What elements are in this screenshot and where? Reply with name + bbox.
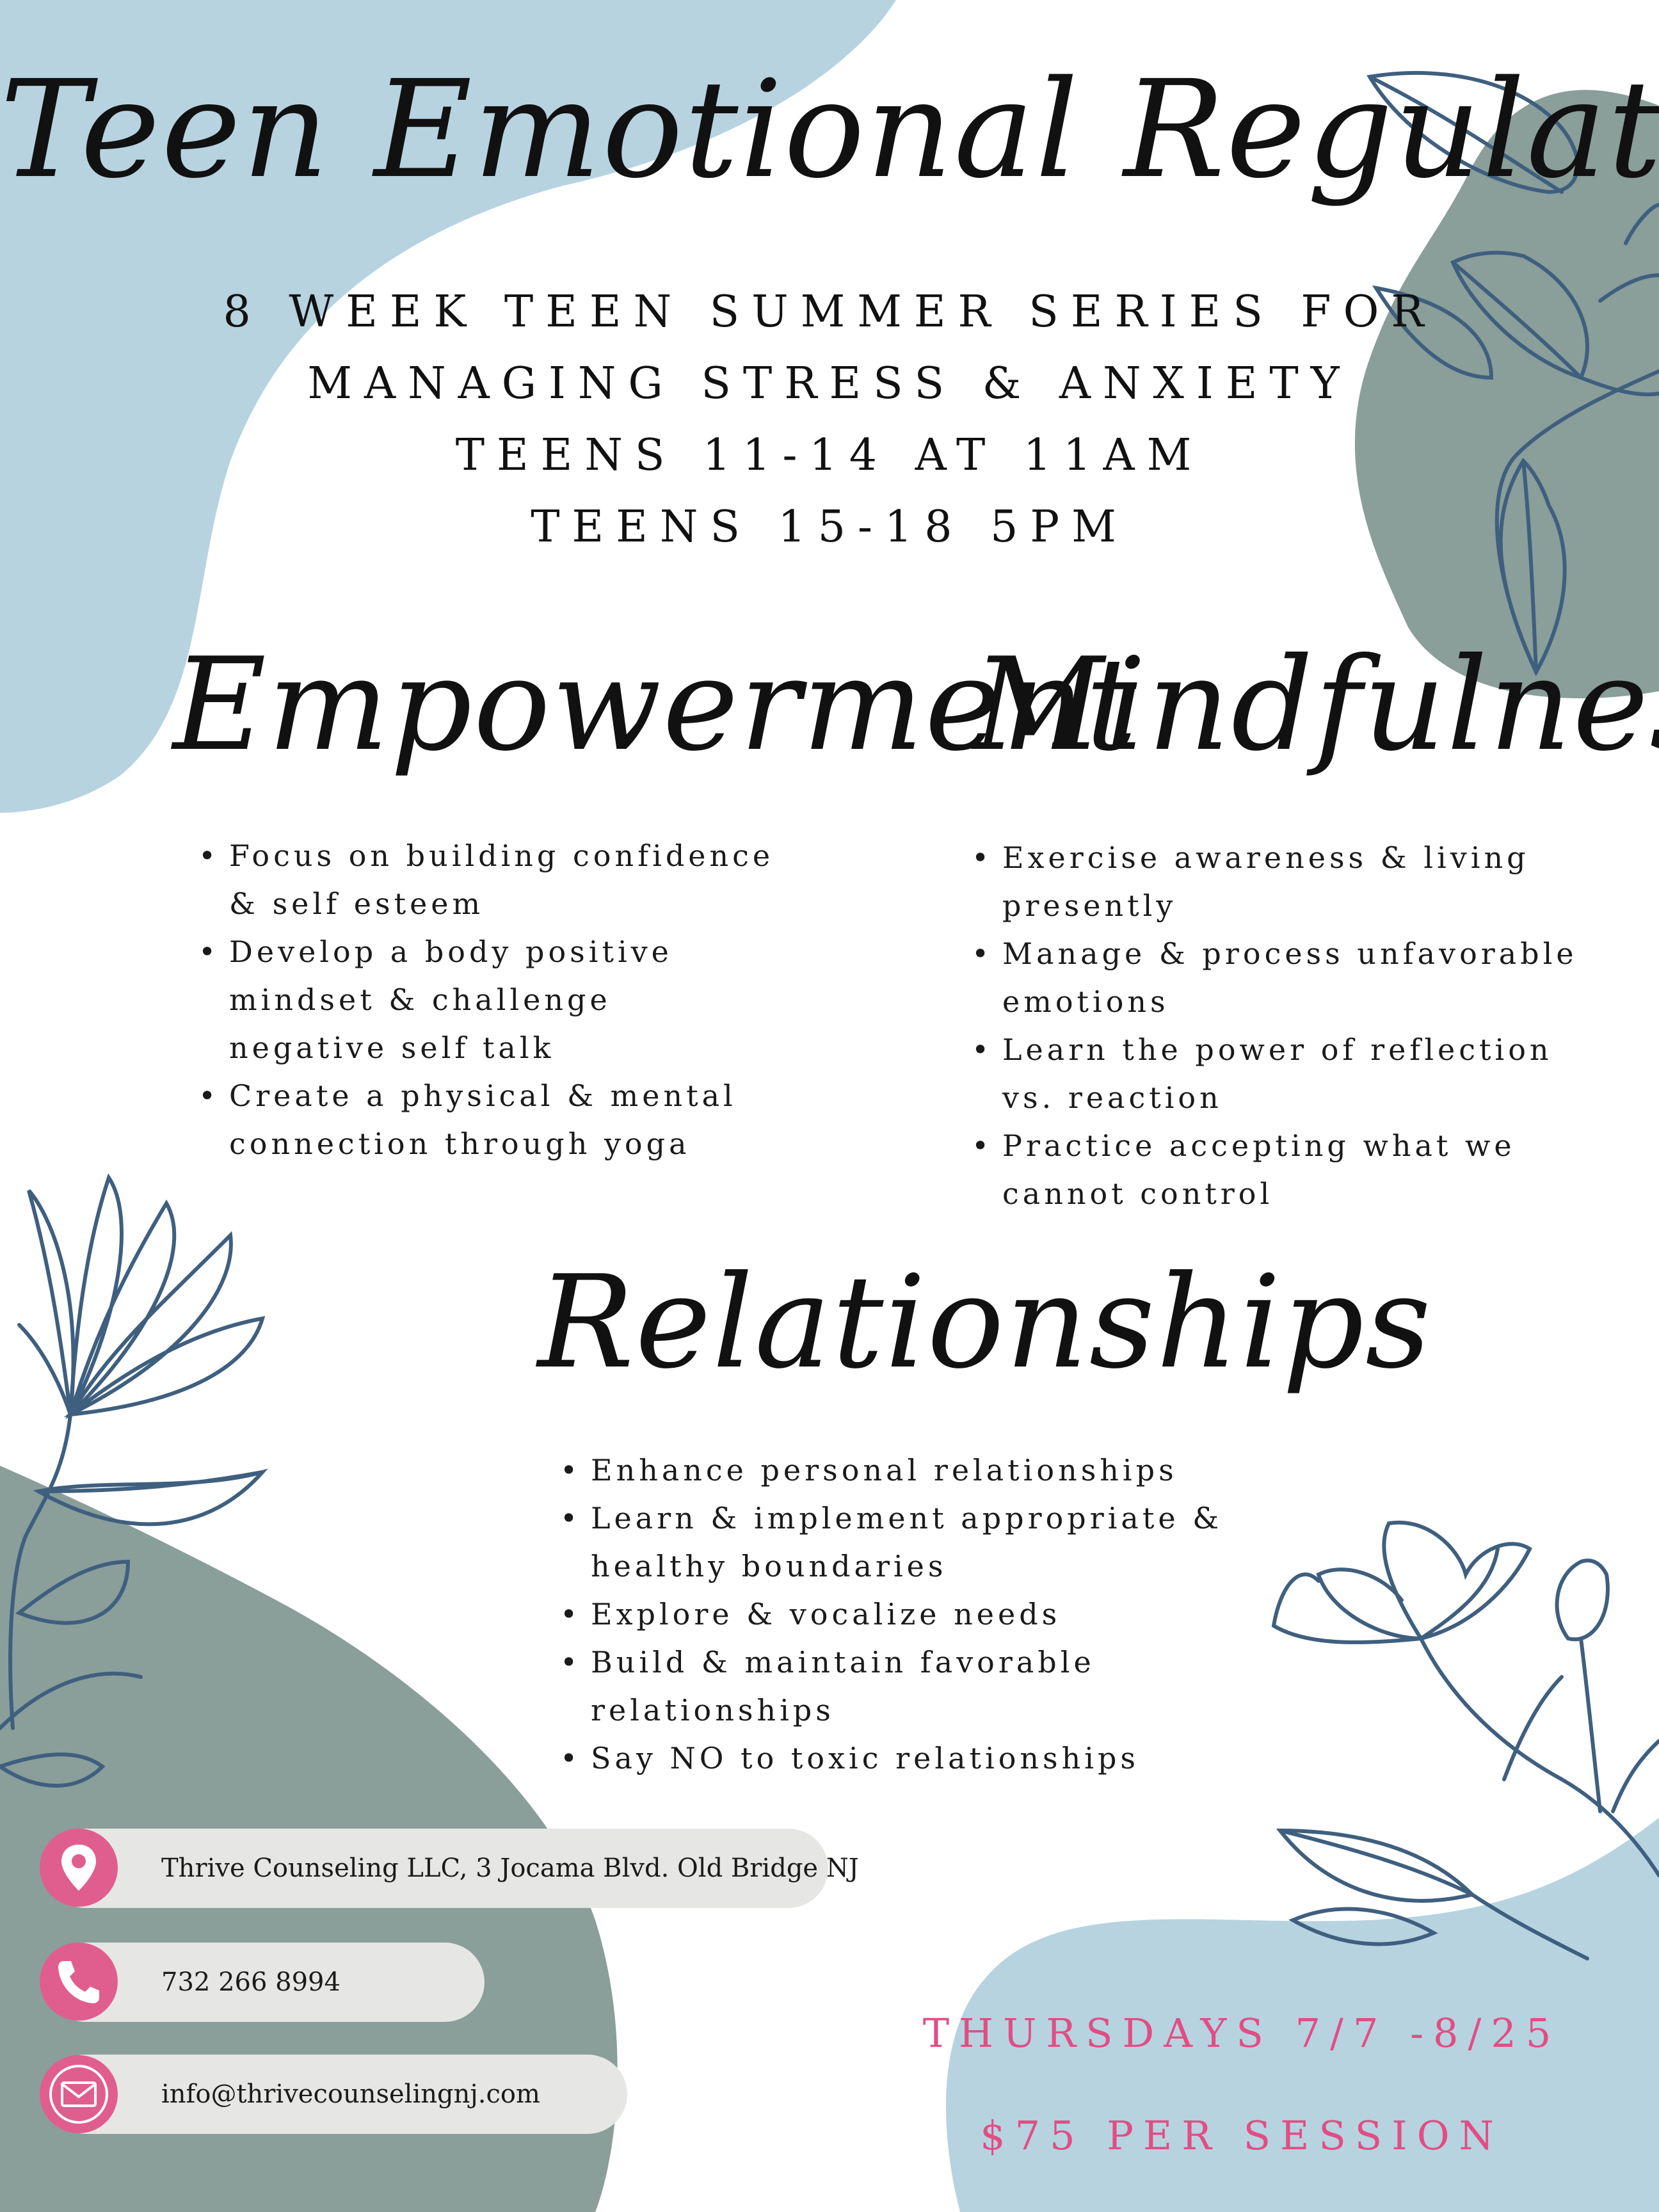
address-text: Thrive Counseling LLC, 3 Jocama Blvd. Ol…: [161, 1854, 859, 1883]
list-item: Enhance personal relationships: [560, 1447, 1277, 1495]
subtitle-line-1: 8 WEEK TEEN SUMMER SERIES FOR: [223, 287, 1436, 337]
schedule-days: THURSDAYS 7/7 -8/25: [922, 2010, 1561, 2056]
list-item: Create a physical & mental connection th…: [198, 1072, 774, 1168]
list-item: Focus on building confidence & self este…: [198, 832, 774, 928]
subtitle-line-2: MANAGING STRESS & ANXIETY: [307, 358, 1352, 409]
subtitle-line-3: TEENS 11-14 AT 11AM: [455, 430, 1204, 481]
list-item: Say NO to toxic relationships: [560, 1735, 1277, 1783]
sage-blob-top-right: [1354, 90, 1659, 699]
leaf-branch-top-right: [1366, 70, 1659, 677]
list-item: Practice accepting what we cannot contro…: [972, 1122, 1612, 1218]
address-pill: Thrive Counseling LLC, 3 Jocama Blvd. Ol…: [46, 1829, 859, 1908]
subtitle-line-4: TEENS 15-18 5PM: [531, 502, 1128, 552]
page-title: Teen Emotional Regulation: [0, 51, 1659, 208]
list-item: Learn the power of reflection vs. reacti…: [972, 1026, 1612, 1122]
flower-bottom-right: [1271, 1520, 1659, 1960]
relationships-heading: Relationships: [538, 1248, 1432, 1397]
list-item: Explore & vocalize needs: [560, 1591, 1277, 1639]
mindfulness-heading: Mindfulness: [973, 630, 1659, 780]
list-item: Build & maintain favorable relationships: [560, 1639, 1277, 1735]
blue-blob-bottom-right: [945, 1818, 1659, 2212]
list-item: Develop a body positive mindset & challe…: [198, 928, 774, 1072]
phone-icon: [40, 1943, 118, 2021]
envelope-icon: [40, 2055, 118, 2133]
empowerment-list: Focus on building confidence & self este…: [198, 832, 774, 1168]
email-pill: info@thrivecounselingnj.com: [46, 2055, 627, 2134]
phone-text[interactable]: 732 266 8994: [161, 1968, 341, 1997]
list-item: Exercise awareness & living presently: [972, 834, 1612, 930]
flower-left: [0, 1173, 268, 1788]
phone-pill: 732 266 8994: [46, 1943, 485, 2022]
list-item: Manage & process unfavorable emotions: [972, 930, 1612, 1026]
schedule-price: $75 PER SESSION: [980, 2112, 1503, 2159]
list-item: Learn & implement appropriate & healthy …: [560, 1495, 1277, 1591]
mindfulness-list: Exercise awareness & living presently Ma…: [972, 834, 1612, 1218]
blue-blob-top-left: [0, 0, 896, 813]
email-text[interactable]: info@thrivecounselingnj.com: [161, 2080, 540, 2109]
relationships-list: Enhance personal relationships Learn & i…: [560, 1447, 1277, 1783]
empowerment-heading: Empowerment: [173, 630, 1139, 780]
location-pin-icon: [40, 1829, 118, 1907]
